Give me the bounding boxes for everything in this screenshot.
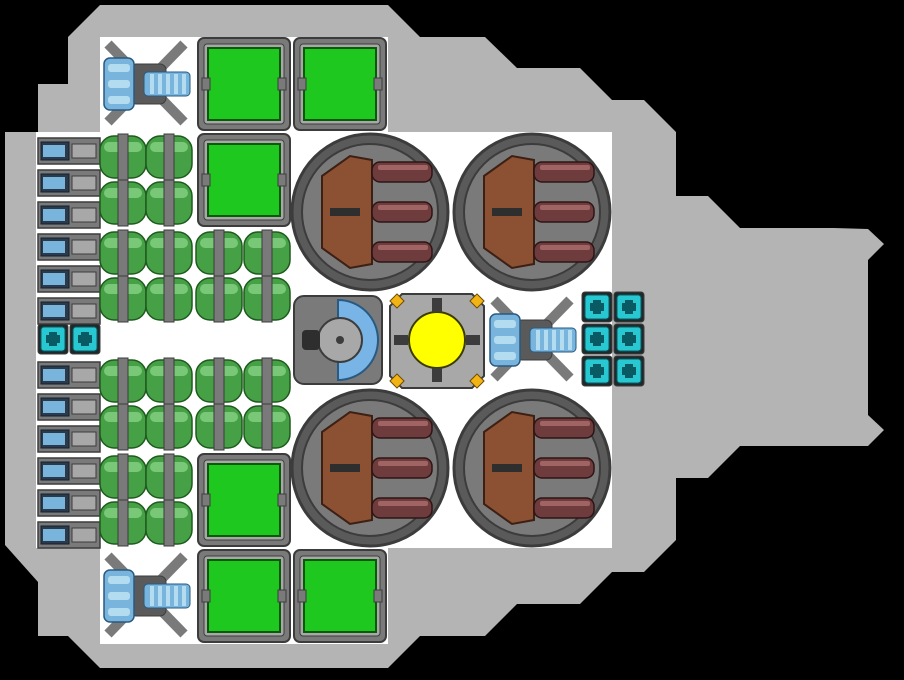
capacitor-module[interactable] <box>69 323 101 355</box>
cannon-turret[interactable] <box>290 388 450 548</box>
fuel-tank[interactable] <box>99 133 147 181</box>
fuel-tank[interactable] <box>243 403 291 451</box>
battery-cell[interactable] <box>37 201 101 229</box>
side-thruster[interactable] <box>103 552 191 638</box>
battery-cell[interactable] <box>37 521 101 549</box>
battery-cell[interactable] <box>37 393 101 421</box>
fuel-tank-layer <box>99 133 291 547</box>
side-thruster[interactable] <box>489 296 577 382</box>
fuel-tank[interactable] <box>99 453 147 501</box>
battery-cell[interactable] <box>37 425 101 453</box>
fuel-tank[interactable] <box>99 499 147 547</box>
fuel-tank[interactable] <box>195 357 243 405</box>
thruster-layer <box>103 40 577 638</box>
fuel-tank[interactable] <box>99 357 147 405</box>
armor-block-layer <box>197 37 387 643</box>
battery-cell[interactable] <box>37 137 101 165</box>
armor-block[interactable] <box>197 133 291 227</box>
battery-cell[interactable] <box>37 489 101 517</box>
capacitor-module[interactable] <box>581 323 613 355</box>
core-layer <box>293 293 485 389</box>
fuel-tank[interactable] <box>145 179 193 227</box>
fuel-tank[interactable] <box>145 499 193 547</box>
fuel-tank[interactable] <box>145 275 193 323</box>
battery-cell[interactable] <box>37 297 101 325</box>
fuel-tank[interactable] <box>99 179 147 227</box>
fuel-tank[interactable] <box>145 133 193 181</box>
fuel-tank[interactable] <box>145 453 193 501</box>
fuel-tank[interactable] <box>145 403 193 451</box>
battery-cell[interactable] <box>37 457 101 485</box>
armor-block[interactable] <box>293 549 387 643</box>
cannon-turret[interactable] <box>452 132 612 292</box>
cockpit[interactable] <box>293 295 383 385</box>
side-thruster[interactable] <box>103 40 191 126</box>
armor-block[interactable] <box>197 453 291 547</box>
armor-block[interactable] <box>197 37 291 131</box>
reactor-core[interactable] <box>389 293 485 389</box>
cannon-layer <box>290 132 612 548</box>
battery-layer <box>37 137 645 549</box>
fuel-tank[interactable] <box>243 357 291 405</box>
armor-block[interactable] <box>293 37 387 131</box>
fuel-tank[interactable] <box>195 275 243 323</box>
fuel-tank[interactable] <box>195 403 243 451</box>
battery-cell[interactable] <box>37 361 101 389</box>
capacitor-module[interactable] <box>581 355 613 387</box>
capacitor-module[interactable] <box>613 323 645 355</box>
capacitor-module[interactable] <box>37 323 69 355</box>
cannon-turret[interactable] <box>452 388 612 548</box>
cannon-turret[interactable] <box>290 132 450 292</box>
armor-block[interactable] <box>197 549 291 643</box>
capacitor-module[interactable] <box>581 291 613 323</box>
battery-cell[interactable] <box>37 265 101 293</box>
battery-cell[interactable] <box>37 169 101 197</box>
fuel-tank[interactable] <box>243 229 291 277</box>
fuel-tank[interactable] <box>99 403 147 451</box>
battery-cell[interactable] <box>37 233 101 261</box>
fuel-tank[interactable] <box>195 229 243 277</box>
fuel-tank[interactable] <box>99 229 147 277</box>
capacitor-module[interactable] <box>613 291 645 323</box>
fuel-tank[interactable] <box>145 357 193 405</box>
fuel-tank[interactable] <box>145 229 193 277</box>
fuel-tank[interactable] <box>243 275 291 323</box>
capacitor-module[interactable] <box>613 355 645 387</box>
fuel-tank[interactable] <box>99 275 147 323</box>
